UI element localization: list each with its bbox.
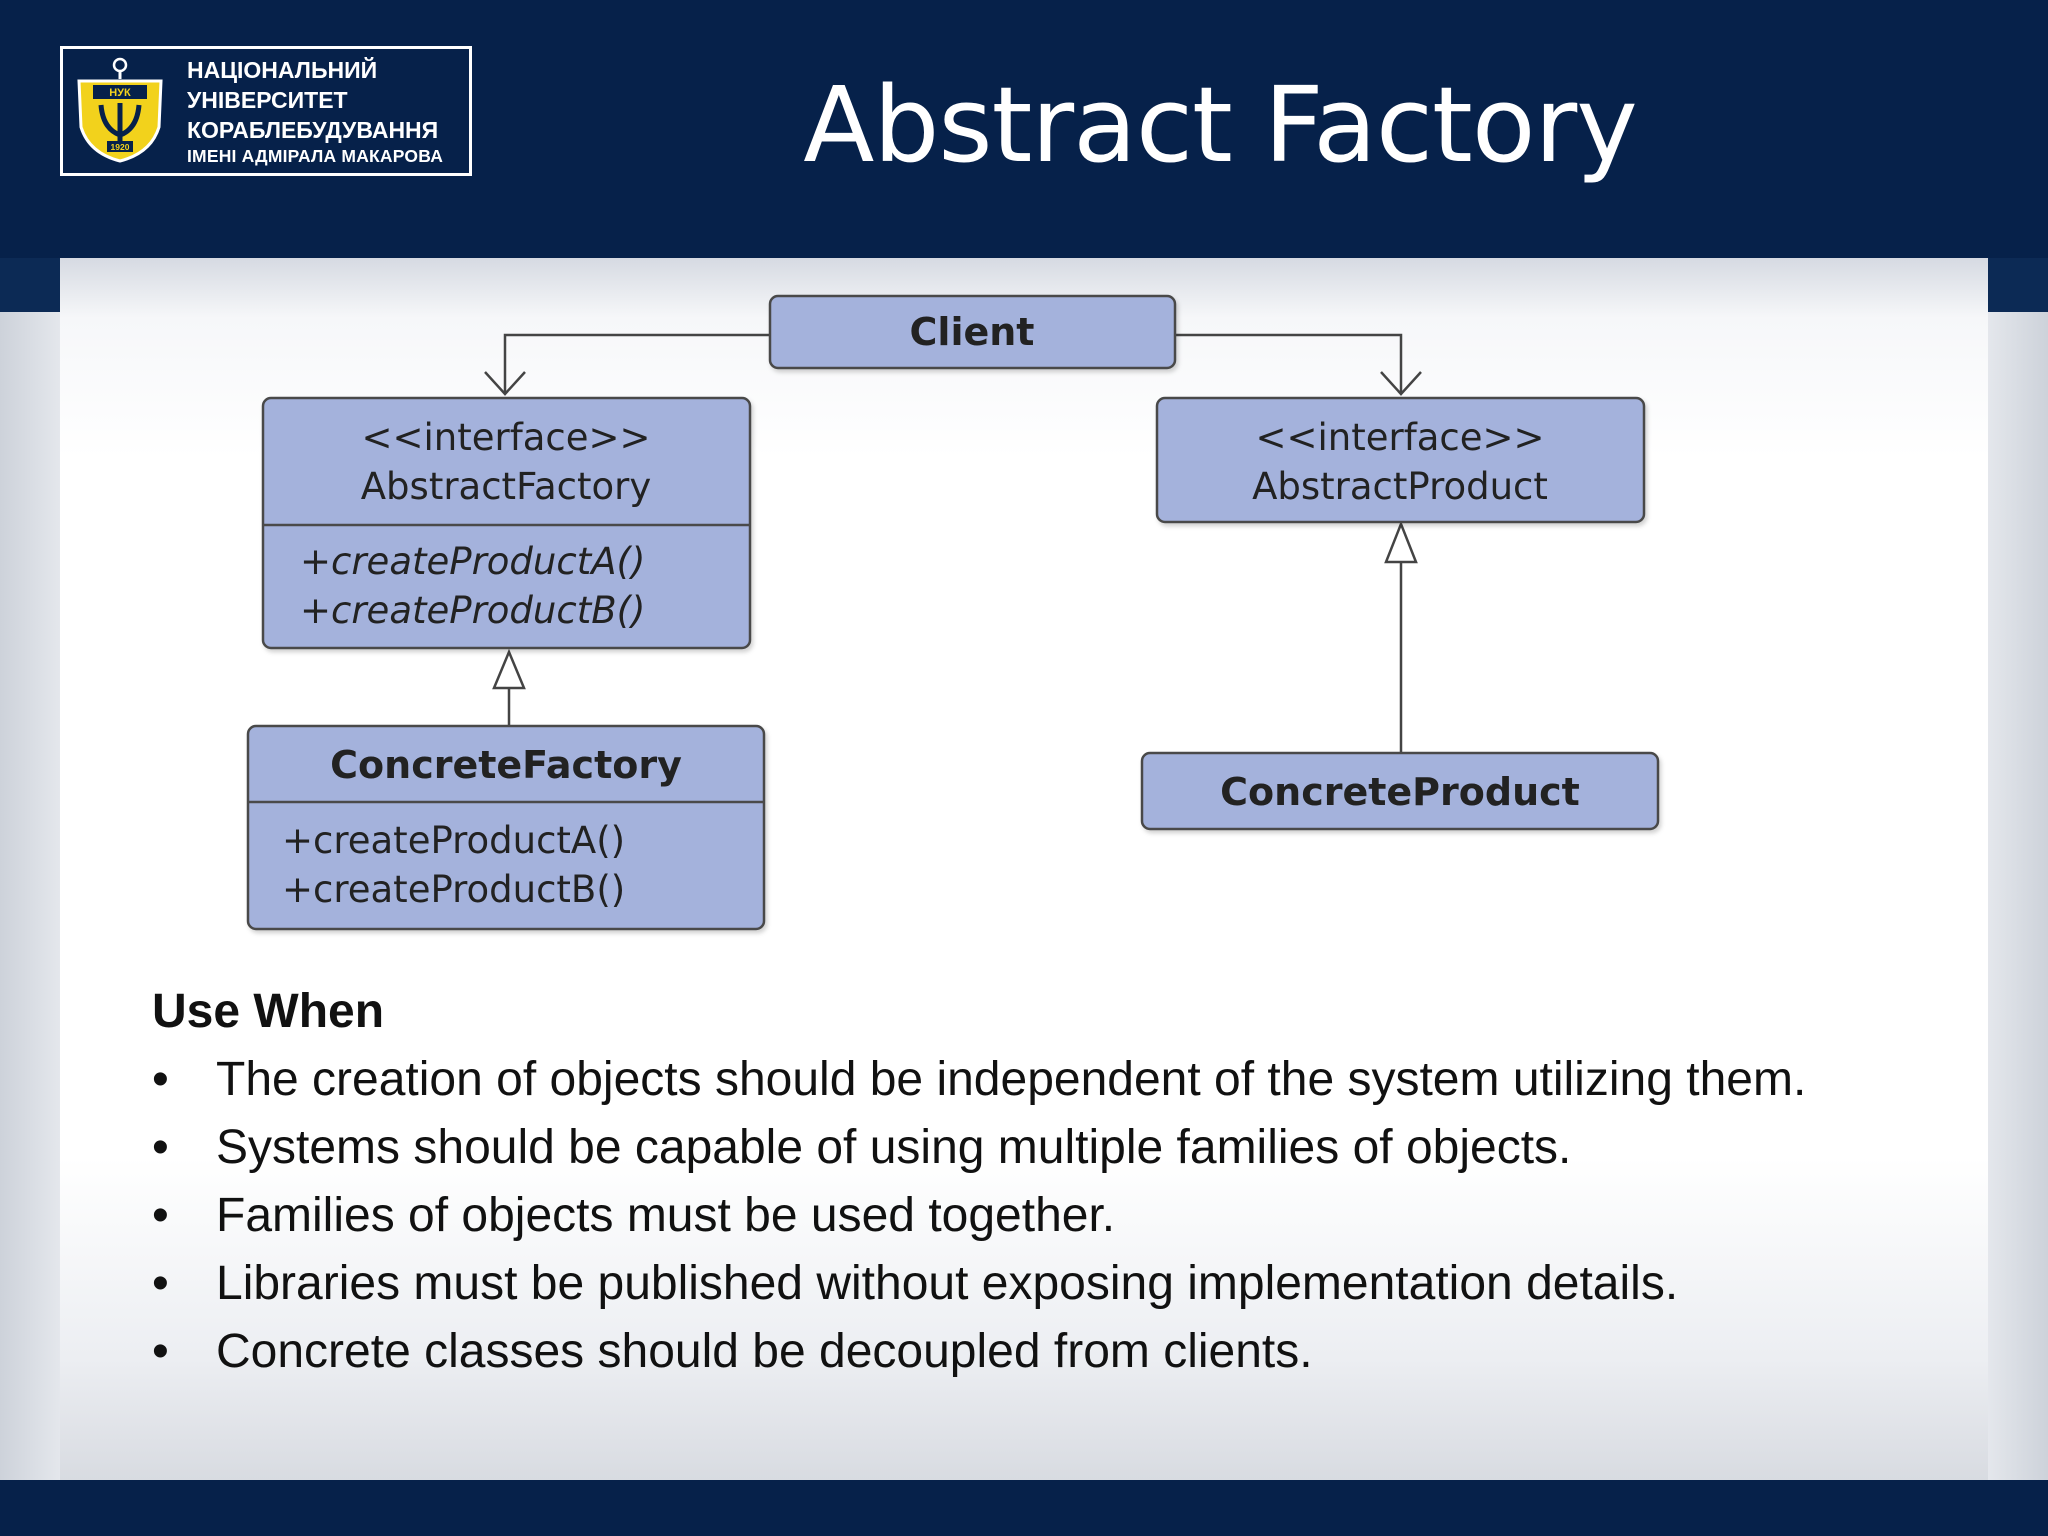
concrete-factory-class: ConcreteFactory +createProductA() +creat… — [246, 724, 766, 931]
concrete-product-class: ConcreteProduct — [1140, 751, 1660, 831]
logo-text-line-4: ІМЕНІ АДМІРАЛА МАКАРОВА — [187, 146, 444, 166]
concrete-factory-method: +createProductA() — [282, 819, 625, 862]
abstract-product-interface: <<interface>> AbstractProduct — [1155, 396, 1646, 524]
client-to-abstract-factory-arrow — [484, 333, 770, 396]
emblem-year: 1920 — [111, 142, 130, 152]
bullet-icon: • — [152, 1053, 169, 1106]
left-side-strip — [0, 312, 60, 1480]
list-item-text: Concrete classes should be decoupled fro… — [216, 1325, 1313, 1378]
client-class: Client — [768, 294, 1177, 370]
page-title: Abstract Factory — [803, 64, 1638, 186]
university-logo: НУК 1920 НАЦІОНАЛЬНИЙ УНІВЕРСИТЕТ КОРАБЛ… — [60, 46, 472, 176]
logo-text-line-3: КОРАБЛЕБУДУВАННЯ — [187, 117, 439, 143]
abstract-factory-name: AbstractFactory — [361, 465, 651, 508]
concrete-product-implements-arrow — [1384, 520, 1418, 753]
abstract-factory-stereotype: <<interface>> — [361, 416, 650, 459]
list-item-text: Libraries must be published without expo… — [216, 1257, 1679, 1310]
concrete-factory-implements-arrow — [492, 648, 526, 726]
list-item: • Families of objects must be used togeth… — [152, 1182, 1936, 1250]
shield-emblem-icon: НУК 1920 — [77, 57, 163, 163]
bullet-icon: • — [152, 1325, 169, 1378]
abstract-product-stereotype: <<interface>> — [1255, 416, 1544, 459]
use-when-list: • The creation of objects should be indep… — [152, 1046, 1952, 1386]
bullet-icon: • — [152, 1121, 169, 1174]
emblem-label: НУК — [109, 87, 131, 99]
abstract-factory-interface: <<interface>> AbstractFactory +createPro… — [261, 396, 752, 650]
client-class-name: Client — [910, 310, 1035, 354]
right-side-strip — [1988, 312, 2048, 1480]
list-item: • The creation of objects should be indep… — [152, 1046, 1936, 1114]
bullet-icon: • — [152, 1257, 169, 1310]
concrete-factory-method: +createProductB() — [282, 868, 625, 911]
footer-bar — [0, 1480, 2048, 1536]
logo-text-line-1: НАЦІОНАЛЬНИЙ — [187, 57, 378, 83]
list-item-text: Systems should be capable of using multi… — [216, 1121, 1572, 1174]
logo-text-line-2: УНІВЕРСИТЕТ — [187, 87, 348, 113]
abstract-product-name: AbstractProduct — [1252, 465, 1548, 508]
concrete-factory-name: ConcreteFactory — [330, 743, 682, 787]
list-item: • Systems should be capable of using mult… — [152, 1114, 1936, 1182]
list-item: • Concrete classes should be decoupled fr… — [152, 1318, 1936, 1386]
list-item-text: The creation of objects should be indepe… — [216, 1053, 1807, 1106]
abstract-factory-method: +createProductB() — [300, 589, 645, 632]
use-when-section: Use When • The creation of objects should… — [152, 980, 1952, 1386]
concrete-product-name: ConcreteProduct — [1220, 770, 1580, 814]
header-bar — [0, 0, 2048, 258]
list-item: • Libraries must be published without exp… — [152, 1250, 1936, 1318]
list-item-text: Families of objects must be used togethe… — [216, 1189, 1116, 1242]
abstract-factory-method: +createProductA() — [300, 540, 645, 583]
use-when-heading: Use When — [152, 985, 385, 1038]
bullet-icon: • — [152, 1189, 169, 1242]
client-to-abstract-product-arrow — [1175, 333, 1422, 396]
